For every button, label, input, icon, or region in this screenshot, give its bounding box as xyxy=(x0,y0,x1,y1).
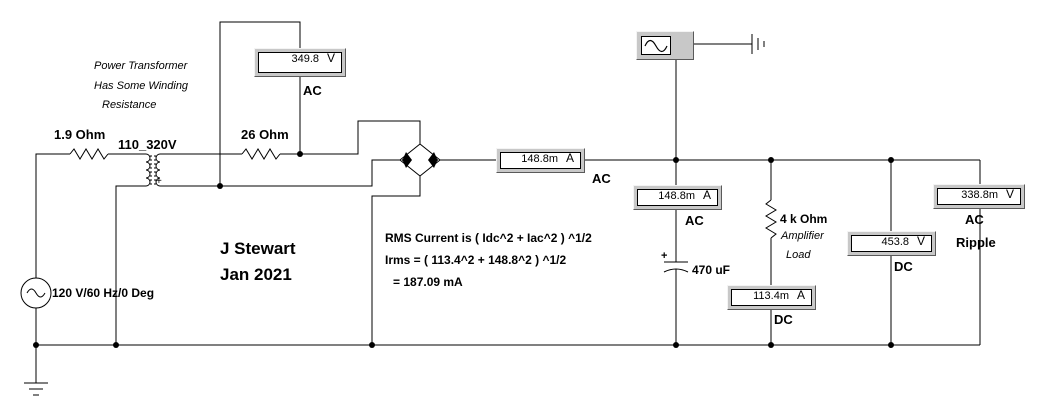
ac-source-wave-icon xyxy=(26,288,46,298)
voltmeter-lead-wire xyxy=(219,21,301,186)
primary-resistor-symbol[interactable] xyxy=(69,148,109,160)
ripple-voltmeter-mode: AC xyxy=(965,212,984,227)
meter-unit: A xyxy=(702,188,711,202)
meter-value: 113.4m xyxy=(753,290,789,302)
meter-value: 148.8m xyxy=(521,153,558,165)
meter-unit: V xyxy=(916,234,925,248)
oscilloscope-screen xyxy=(641,36,671,55)
oscilloscope[interactable] xyxy=(636,31,694,60)
junction-dot xyxy=(113,342,119,348)
secondary-voltmeter-mode: AC xyxy=(303,83,322,98)
transformer-note-line1: Power Transformer xyxy=(94,60,188,72)
line-ammeter-mode: AC xyxy=(592,171,611,186)
load-desc-line1: Amplifier xyxy=(781,230,824,242)
junction-dot xyxy=(888,342,894,348)
transformer-label: 110_320V xyxy=(118,137,177,152)
meter-value: 349.8 xyxy=(291,53,319,65)
transformer-primary-coil[interactable] xyxy=(145,153,151,187)
junction-dot xyxy=(888,157,894,163)
capacitor-ammeter[interactable]: 148.8m A xyxy=(633,185,722,210)
primary-resistor-label: 1.9 Ohm xyxy=(54,127,106,142)
secondary-hot-wire xyxy=(280,120,421,155)
secondary-return-wire xyxy=(160,159,400,187)
bridge-negative-wire xyxy=(371,176,421,345)
load-ammeter-mode: DC xyxy=(774,312,793,327)
transformer-secondary-coil[interactable] xyxy=(155,153,161,187)
capacitor-ammeter-mode: AC xyxy=(685,213,704,228)
drawing-date: Jan 2021 xyxy=(220,265,292,284)
transformer-note-line3: Resistance xyxy=(102,99,157,111)
primary-return-wire xyxy=(115,185,146,345)
junction-dot xyxy=(768,342,774,348)
junction-dot xyxy=(369,342,375,348)
dc-voltmeter[interactable]: 453.8 V xyxy=(847,231,936,256)
junction-dot xyxy=(673,342,679,348)
junction-dot xyxy=(297,151,303,157)
junction-dot xyxy=(768,157,774,163)
meter-unit: A xyxy=(796,288,805,302)
meter-unit: V xyxy=(326,51,335,65)
rms-formula-line1: RMS Current is ( Idc^2 + Iac^2 ) ^1/2 xyxy=(385,231,592,245)
transformer-polarity-mark: + xyxy=(156,176,162,187)
secondary-voltmeter[interactable]: 349.8 V xyxy=(254,48,346,77)
line-ammeter[interactable]: 148.8m A xyxy=(496,148,585,173)
transformer-note-line2: Has Some Winding xyxy=(94,80,189,92)
dc-voltmeter-mode: DC xyxy=(894,259,913,274)
junction-dot xyxy=(217,183,223,189)
ripple-label: Ripple xyxy=(956,235,996,250)
load-resistor-label: 4 k Ohm xyxy=(780,212,828,226)
load-resistor-symbol[interactable] xyxy=(765,199,777,239)
source-label: 120 V/60 Hz/0 Deg xyxy=(52,286,155,300)
meter-value: 148.8m xyxy=(658,190,695,202)
secondary-resistor-symbol[interactable] xyxy=(241,148,281,160)
meter-unit: A xyxy=(565,151,574,165)
load-ammeter[interactable]: 113.4m A xyxy=(727,285,816,310)
rms-formula-line2: Irms = ( 113.4^2 + 148.8^2 ) ^1/2 xyxy=(385,253,567,267)
junction-dot xyxy=(673,157,679,163)
source-upper-wire xyxy=(35,153,70,278)
ripple-voltmeter[interactable]: 338.8m V xyxy=(933,184,1025,209)
junction-dot xyxy=(33,342,39,348)
rms-formula-line3: = 187.09 mA xyxy=(393,275,463,289)
meter-value: 338.8m xyxy=(961,189,998,201)
author-name: J Stewart xyxy=(220,239,296,258)
secondary-resistor-label: 26 Ohm xyxy=(241,127,289,142)
meter-unit: V xyxy=(1005,187,1014,201)
sine-wave-icon xyxy=(644,39,668,53)
capacitor-label: 470 uF xyxy=(692,263,731,277)
load-desc-line2: Load xyxy=(786,249,811,261)
capacitor-polarity-mark: + xyxy=(661,250,668,262)
meter-value: 453.8 xyxy=(881,236,909,248)
